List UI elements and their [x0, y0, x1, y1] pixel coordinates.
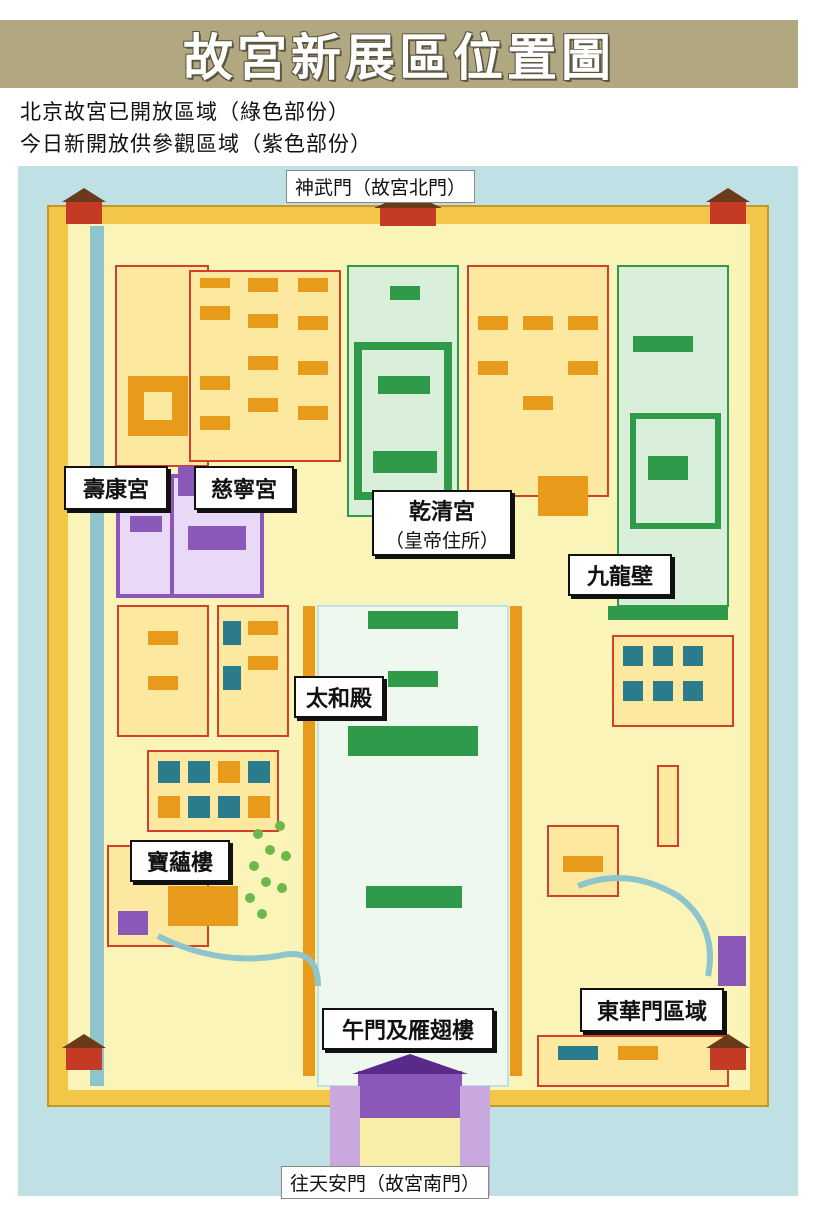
southwest-compounds	[117, 605, 289, 832]
qianqing-label: 乾清宮	[408, 498, 475, 525]
forbidden-city-map: 神武門（故宮北門） 往天安門（故宮南門） 壽康宮 慈寧宮 乾清宮 （皇帝住所） …	[18, 166, 798, 1199]
new-area-baoyun	[107, 845, 238, 947]
callout-baoyun: 寶蘊樓	[130, 840, 230, 882]
map-title: 故宮新展區位置圖	[183, 28, 615, 87]
north-gate-label: 神武門（故宮北門）	[286, 170, 476, 203]
wumen-label: 午門及雁翅樓	[341, 1018, 474, 1044]
taihe-label: 太和殿	[305, 686, 372, 712]
title-bar: 故宮新展區位置圖	[0, 20, 798, 88]
donghua-gate-icon	[720, 946, 742, 986]
callout-cining: 慈寧宮	[194, 466, 294, 510]
baoyun-label: 寶蘊樓	[146, 850, 213, 876]
jiulongbi-label: 九龍壁	[586, 564, 653, 590]
legend-new-area: 今日新開放供參觀區域（紫色部份）	[20, 132, 372, 156]
corner-tower-icon	[62, 188, 750, 1070]
shoukang-label: 壽康宮	[82, 477, 149, 503]
east-compounds	[467, 265, 746, 1087]
west-compounds	[115, 265, 341, 467]
south-gate-label: 往天安門（故宮南門）	[281, 1166, 490, 1199]
qianqing-note: （皇帝住所）	[384, 529, 499, 552]
wumen-wall	[336, 1096, 484, 1118]
donghua-label: 東華門區域	[596, 999, 707, 1025]
callout-shoukang: 壽康宮	[64, 466, 168, 510]
map-canvas	[18, 166, 798, 1196]
inner-stream	[156, 933, 321, 987]
tree-icon	[245, 821, 291, 919]
legend-open-area: 北京故宮已開放區域（綠色部份）	[20, 100, 350, 124]
cining-label: 慈寧宮	[210, 477, 277, 503]
callout-taihe: 太和殿	[294, 676, 384, 718]
callout-donghua: 東華門區域	[580, 988, 724, 1032]
callout-jiulongbi: 九龍壁	[568, 554, 672, 596]
callout-wumen: 午門及雁翅樓	[322, 1008, 494, 1050]
callout-qianqing: 乾清宮 （皇帝住所）	[372, 490, 512, 556]
east-stream	[576, 875, 713, 977]
